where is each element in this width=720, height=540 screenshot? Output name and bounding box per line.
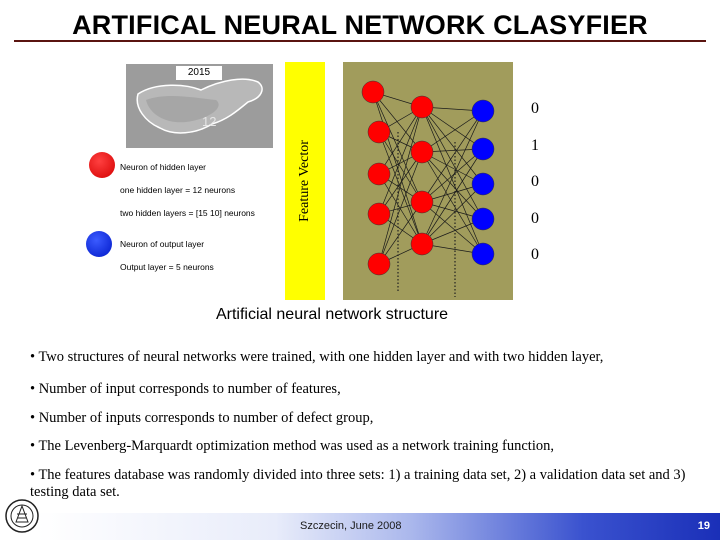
connection-line	[378, 151, 423, 215]
hidden-neuron-layer2	[410, 140, 434, 164]
slide-title: ARTIFICAL NEURAL NETWORK CLASYFIER	[72, 10, 648, 40]
connection-line	[372, 91, 423, 153]
title-underline	[14, 40, 706, 42]
connection-line	[421, 106, 484, 255]
output-value-4: 0	[531, 246, 539, 263]
bullet-item: • The features database was randomly div…	[30, 467, 686, 500]
footer-text: Szczecin, June 2008	[300, 520, 402, 532]
hidden-neuron-layer1	[361, 80, 385, 104]
output-neuron	[471, 137, 495, 161]
connection-line	[421, 106, 484, 220]
connection-line	[421, 151, 484, 185]
defect-number-label: 12	[202, 114, 217, 129]
footer-bar	[36, 513, 720, 540]
connection-line	[378, 106, 423, 265]
feature-vector-label: Feature Vector	[297, 140, 312, 222]
hidden-neuron-layer1	[367, 202, 391, 226]
connection-line	[421, 201, 484, 255]
page-number: 19	[697, 520, 710, 532]
connection-line	[378, 131, 423, 203]
output-neuron	[471, 207, 495, 231]
connection-line	[378, 151, 423, 265]
connection-line	[421, 110, 484, 203]
defect-year-label: 2015	[176, 66, 222, 80]
network-diagram	[343, 62, 513, 300]
connection-line	[421, 148, 484, 203]
connection-line	[421, 151, 484, 220]
bullet-item: • Number of input corresponds to number …	[30, 381, 341, 397]
hidden-neuron-layer1	[367, 252, 391, 276]
output-neuron-legend-icon	[86, 231, 112, 257]
defect-shape	[136, 78, 263, 134]
legend-output-neuron: Neuron of output layer	[120, 239, 205, 249]
connection-line	[421, 110, 484, 153]
output-neuron	[471, 172, 495, 196]
connection-line	[378, 106, 423, 215]
connection-line	[421, 106, 484, 185]
connection-line	[378, 173, 423, 245]
output-value-1: 1	[531, 137, 539, 154]
hidden-neuron-legend-icon	[89, 152, 115, 178]
connection-line	[421, 183, 484, 245]
connection-line	[378, 201, 423, 265]
connection-line	[421, 110, 484, 245]
output-value-3: 0	[531, 210, 539, 227]
connection-line	[421, 148, 484, 245]
defect-image: 2015 12	[126, 64, 273, 148]
output-value-0: 0	[531, 100, 539, 117]
hidden-neuron-layer2	[410, 232, 434, 256]
bullet-item: • The Levenberg-Marquardt optimization m…	[30, 438, 554, 454]
hidden-neuron-layer1	[367, 162, 391, 186]
hidden-neuron-layer1	[367, 120, 391, 144]
hidden-neuron-layer2	[410, 190, 434, 214]
output-value-2: 0	[531, 173, 539, 190]
connection-line	[421, 106, 484, 150]
connection-line	[421, 151, 484, 255]
bullet-item: • Number of inputs corresponds to number…	[30, 410, 374, 426]
hidden-neuron-layer2	[410, 95, 434, 119]
legend-output-layer: Output layer = 5 neurons	[120, 262, 214, 272]
legend-two-hidden-layers: two hidden layers = [15 10] neurons	[120, 208, 255, 218]
network-svg	[361, 80, 495, 297]
diagram-caption: Artificial neural network structure	[215, 306, 449, 323]
output-neuron	[471, 242, 495, 266]
output-neuron	[471, 99, 495, 123]
legend-hidden-neuron: Neuron of hidden layer	[120, 162, 207, 172]
feature-vector-box	[285, 62, 325, 300]
university-seal-icon	[5, 499, 39, 533]
legend-one-hidden-layer: one hidden layer = 12 neurons	[120, 185, 236, 195]
bullet-item: • Two structures of neural networks were…	[30, 349, 604, 365]
connection-line	[378, 106, 423, 175]
